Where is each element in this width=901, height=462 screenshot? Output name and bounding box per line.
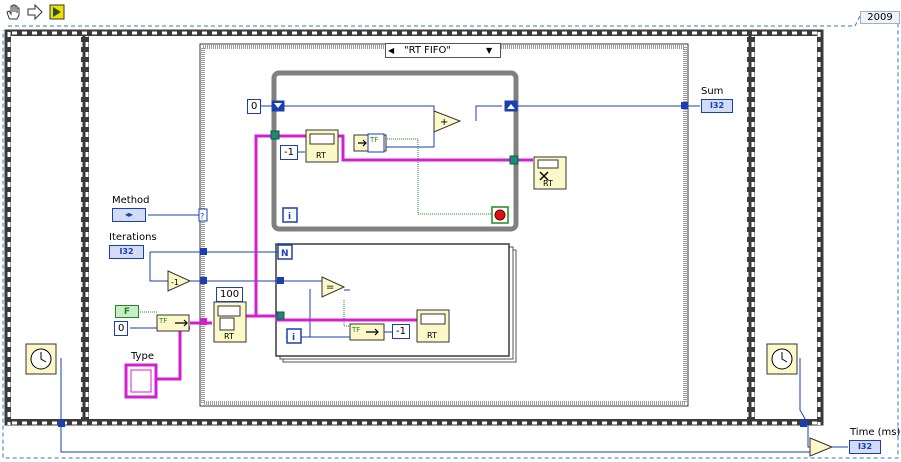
method-label: Method [112,195,150,206]
neg-one-constant-bottom[interactable]: -1 [392,324,410,339]
run-arrow-icon[interactable] [25,2,45,22]
time-indicator[interactable]: I32 [849,440,881,454]
add-function: + [433,110,462,133]
boolean-wires [140,138,493,327]
plus-label: + [440,117,448,128]
type-label: Type [131,351,154,362]
tick-count-left [25,343,57,375]
case-selector-value: "RT FIFO" [404,45,452,56]
case-selector-terminal [198,208,208,222]
tf-label: TF [158,317,167,325]
stop-terminal [491,206,509,224]
rt-fifo-delete-node: RT [533,156,567,190]
for-iteration-terminal: i [286,328,302,344]
sum-label: Sum [701,86,724,97]
svg-text:?: ? [200,212,204,221]
highlight-execution-icon[interactable] [47,2,67,22]
n-label: N [281,249,289,259]
decrement-function: -1 [167,270,192,292]
case-prev-icon[interactable]: ◀ [388,46,395,55]
tf-label: TF [369,136,378,144]
iterations-label: Iterations [109,232,157,243]
zero-constant-left[interactable]: 0 [114,321,129,336]
rt-fifo-write-node: RT [416,309,450,343]
tf-array-left: TF [156,314,190,332]
boolean-constant[interactable]: F [115,305,139,318]
tick-count-right [766,343,798,375]
rt-label: RT [316,151,326,160]
method-enum-control[interactable]: ◂▸ [112,208,146,222]
tunnels [58,100,807,427]
while-loop [271,70,519,232]
tf-array-bottom: TF [349,323,385,341]
operate-hand-icon[interactable] [3,2,23,22]
version-label: 2009 [860,11,900,24]
zero-constant-top[interactable]: 0 [247,99,262,114]
neg-one-constant-top[interactable]: -1 [280,145,298,160]
case-next-icon[interactable]: ▼ [486,46,493,55]
to-i32-function [809,437,834,457]
iterations-control[interactable]: I32 [109,245,144,259]
equals-label: = [326,282,334,293]
case-selector[interactable]: ◀ "RT FIFO" ▼ [385,43,501,58]
i-label: i [292,333,295,343]
rt-label: RT [427,331,437,340]
for-count-terminal: N [277,244,293,260]
minus-one-label: -1 [171,278,179,287]
tf-array-top: TF [367,133,385,153]
time-label: Time (ms) [850,427,901,438]
sum-indicator[interactable]: I32 [701,99,733,113]
rt-label: RT [224,332,234,341]
equals-function: = [321,276,346,298]
rt-fifo-create-node: RT [213,301,247,343]
for-loop [275,243,517,363]
rt-label: RT [543,179,553,188]
fifo-size-constant[interactable]: 100 [216,287,244,302]
while-iteration-terminal: i [282,207,298,223]
rt-fifo-read-node: RT [305,129,339,163]
tf-label: TF [351,326,360,334]
i-label: i [288,212,291,222]
